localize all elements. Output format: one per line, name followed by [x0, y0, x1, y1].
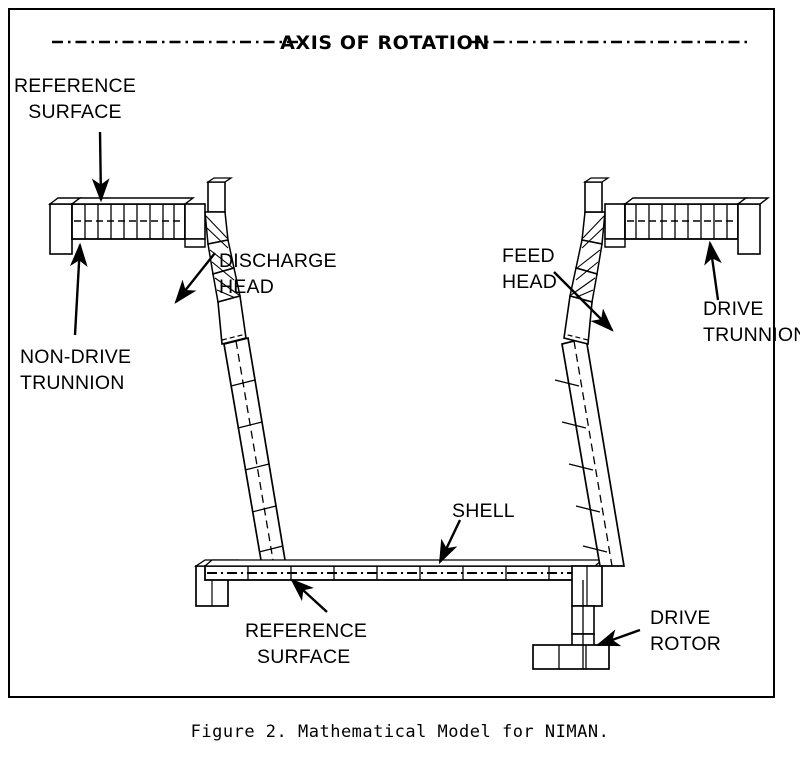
leader-discharge-head — [174, 252, 216, 304]
discharge-head-ring-1 — [204, 211, 229, 245]
feed-head-leg — [554, 336, 626, 567]
leader-feed-head — [553, 271, 614, 332]
figure-caption: Figure 2. Mathematical Model for NIMAN. — [190, 722, 610, 742]
feed-head-shoulder — [563, 211, 606, 346]
drive-rotor-base-segments — [558, 645, 587, 669]
discharge-head-label-line1: DISCHARGE — [219, 250, 337, 272]
non-drive-head-stub-cap — [205, 177, 234, 183]
shell-label: SHELL — [452, 500, 515, 522]
drive-trunnion-flange-cap — [735, 197, 771, 205]
drive-trunnion-end-flange — [737, 203, 761, 255]
leader-drive-trunnion — [704, 240, 722, 301]
leader-reference-surface-top — [91, 131, 110, 203]
callout-leaders — [69, 131, 722, 647]
non-drive-trunnion-label-line1: NON-DRIVE — [20, 346, 131, 368]
non-drive-head-stub-post — [207, 181, 226, 213]
reference-surface-bottom-label-line1: REFERENCE — [245, 620, 367, 642]
feed-head-transition-joint — [563, 333, 589, 341]
non-drive-trunnion-collar-skirt — [184, 238, 206, 248]
feed-head-ring-1 — [581, 211, 606, 245]
discharge-head-leg — [223, 336, 288, 567]
leader-drive-rotor — [595, 628, 641, 647]
drive-trunnion-label-line2: TRUNNION — [703, 324, 800, 346]
non-drive-trunnion-collar — [184, 203, 206, 240]
leader-shell — [438, 519, 462, 565]
shell-top-face — [203, 559, 604, 567]
drive-trunnion-top-face — [622, 197, 749, 205]
shell-assembly — [203, 559, 604, 581]
drive-trunnion-collar — [604, 203, 626, 240]
figure-border — [8, 8, 775, 698]
drive-rotor-base — [532, 644, 610, 670]
non-drive-trunnion-top-face — [69, 197, 196, 205]
feed-head-leg-body — [561, 336, 626, 567]
drive-head-stub-cap — [582, 177, 611, 183]
feed-head-label-line2: HEAD — [502, 271, 557, 293]
drive-rotor-label-line2: ROTOR — [650, 633, 721, 655]
discharge-head-shoulder — [204, 211, 247, 346]
leader-reference-surface-bottom — [290, 578, 328, 613]
feed-head-transition-block — [563, 294, 593, 346]
non-drive-trunnion-end-flange — [49, 203, 73, 255]
discharge-head-webs — [205, 215, 241, 301]
discharge-head-label-line2: HEAD — [219, 276, 274, 298]
drive-trunnion-collar-skirt — [604, 238, 626, 248]
feed-head-label-line1: FEED — [502, 245, 555, 267]
non-drive-trunnion-label-line2: TRUNNION — [20, 372, 125, 394]
shell-right-end-block — [571, 565, 603, 607]
non-drive-trunnion-assembly — [47, 177, 234, 255]
drive-trunnion-assembly — [582, 177, 771, 255]
drive-trunnion-label-line1: DRIVE — [703, 298, 764, 320]
discharge-head-transition-joint — [221, 333, 247, 341]
leader-non-drive-trunnion — [69, 242, 88, 336]
feed-head-leg-segments — [554, 379, 608, 553]
drive-head-stub-post — [584, 181, 603, 213]
drive-rotor-label-line1: DRIVE — [650, 607, 711, 629]
drive-rotor-assembly — [532, 580, 610, 670]
axis-of-rotation-label: AXIS OF ROTATION — [280, 32, 490, 54]
reference-surface-bottom-label-line2: SURFACE — [257, 646, 351, 668]
reference-surface-top-label-line1: REFERENCE — [14, 75, 136, 97]
reference-surface-top-label-line2: SURFACE — [28, 101, 122, 123]
discharge-head-transition-block — [217, 294, 247, 346]
shell-node-ticks — [247, 566, 550, 580]
discharge-head-leg-body — [223, 336, 288, 567]
axis-of-rotation: AXIS OF ROTATION — [52, 32, 752, 54]
callout-labels: REFERENCE SURFACE NON-DRIVE TRUNNION DIS… — [14, 75, 800, 668]
